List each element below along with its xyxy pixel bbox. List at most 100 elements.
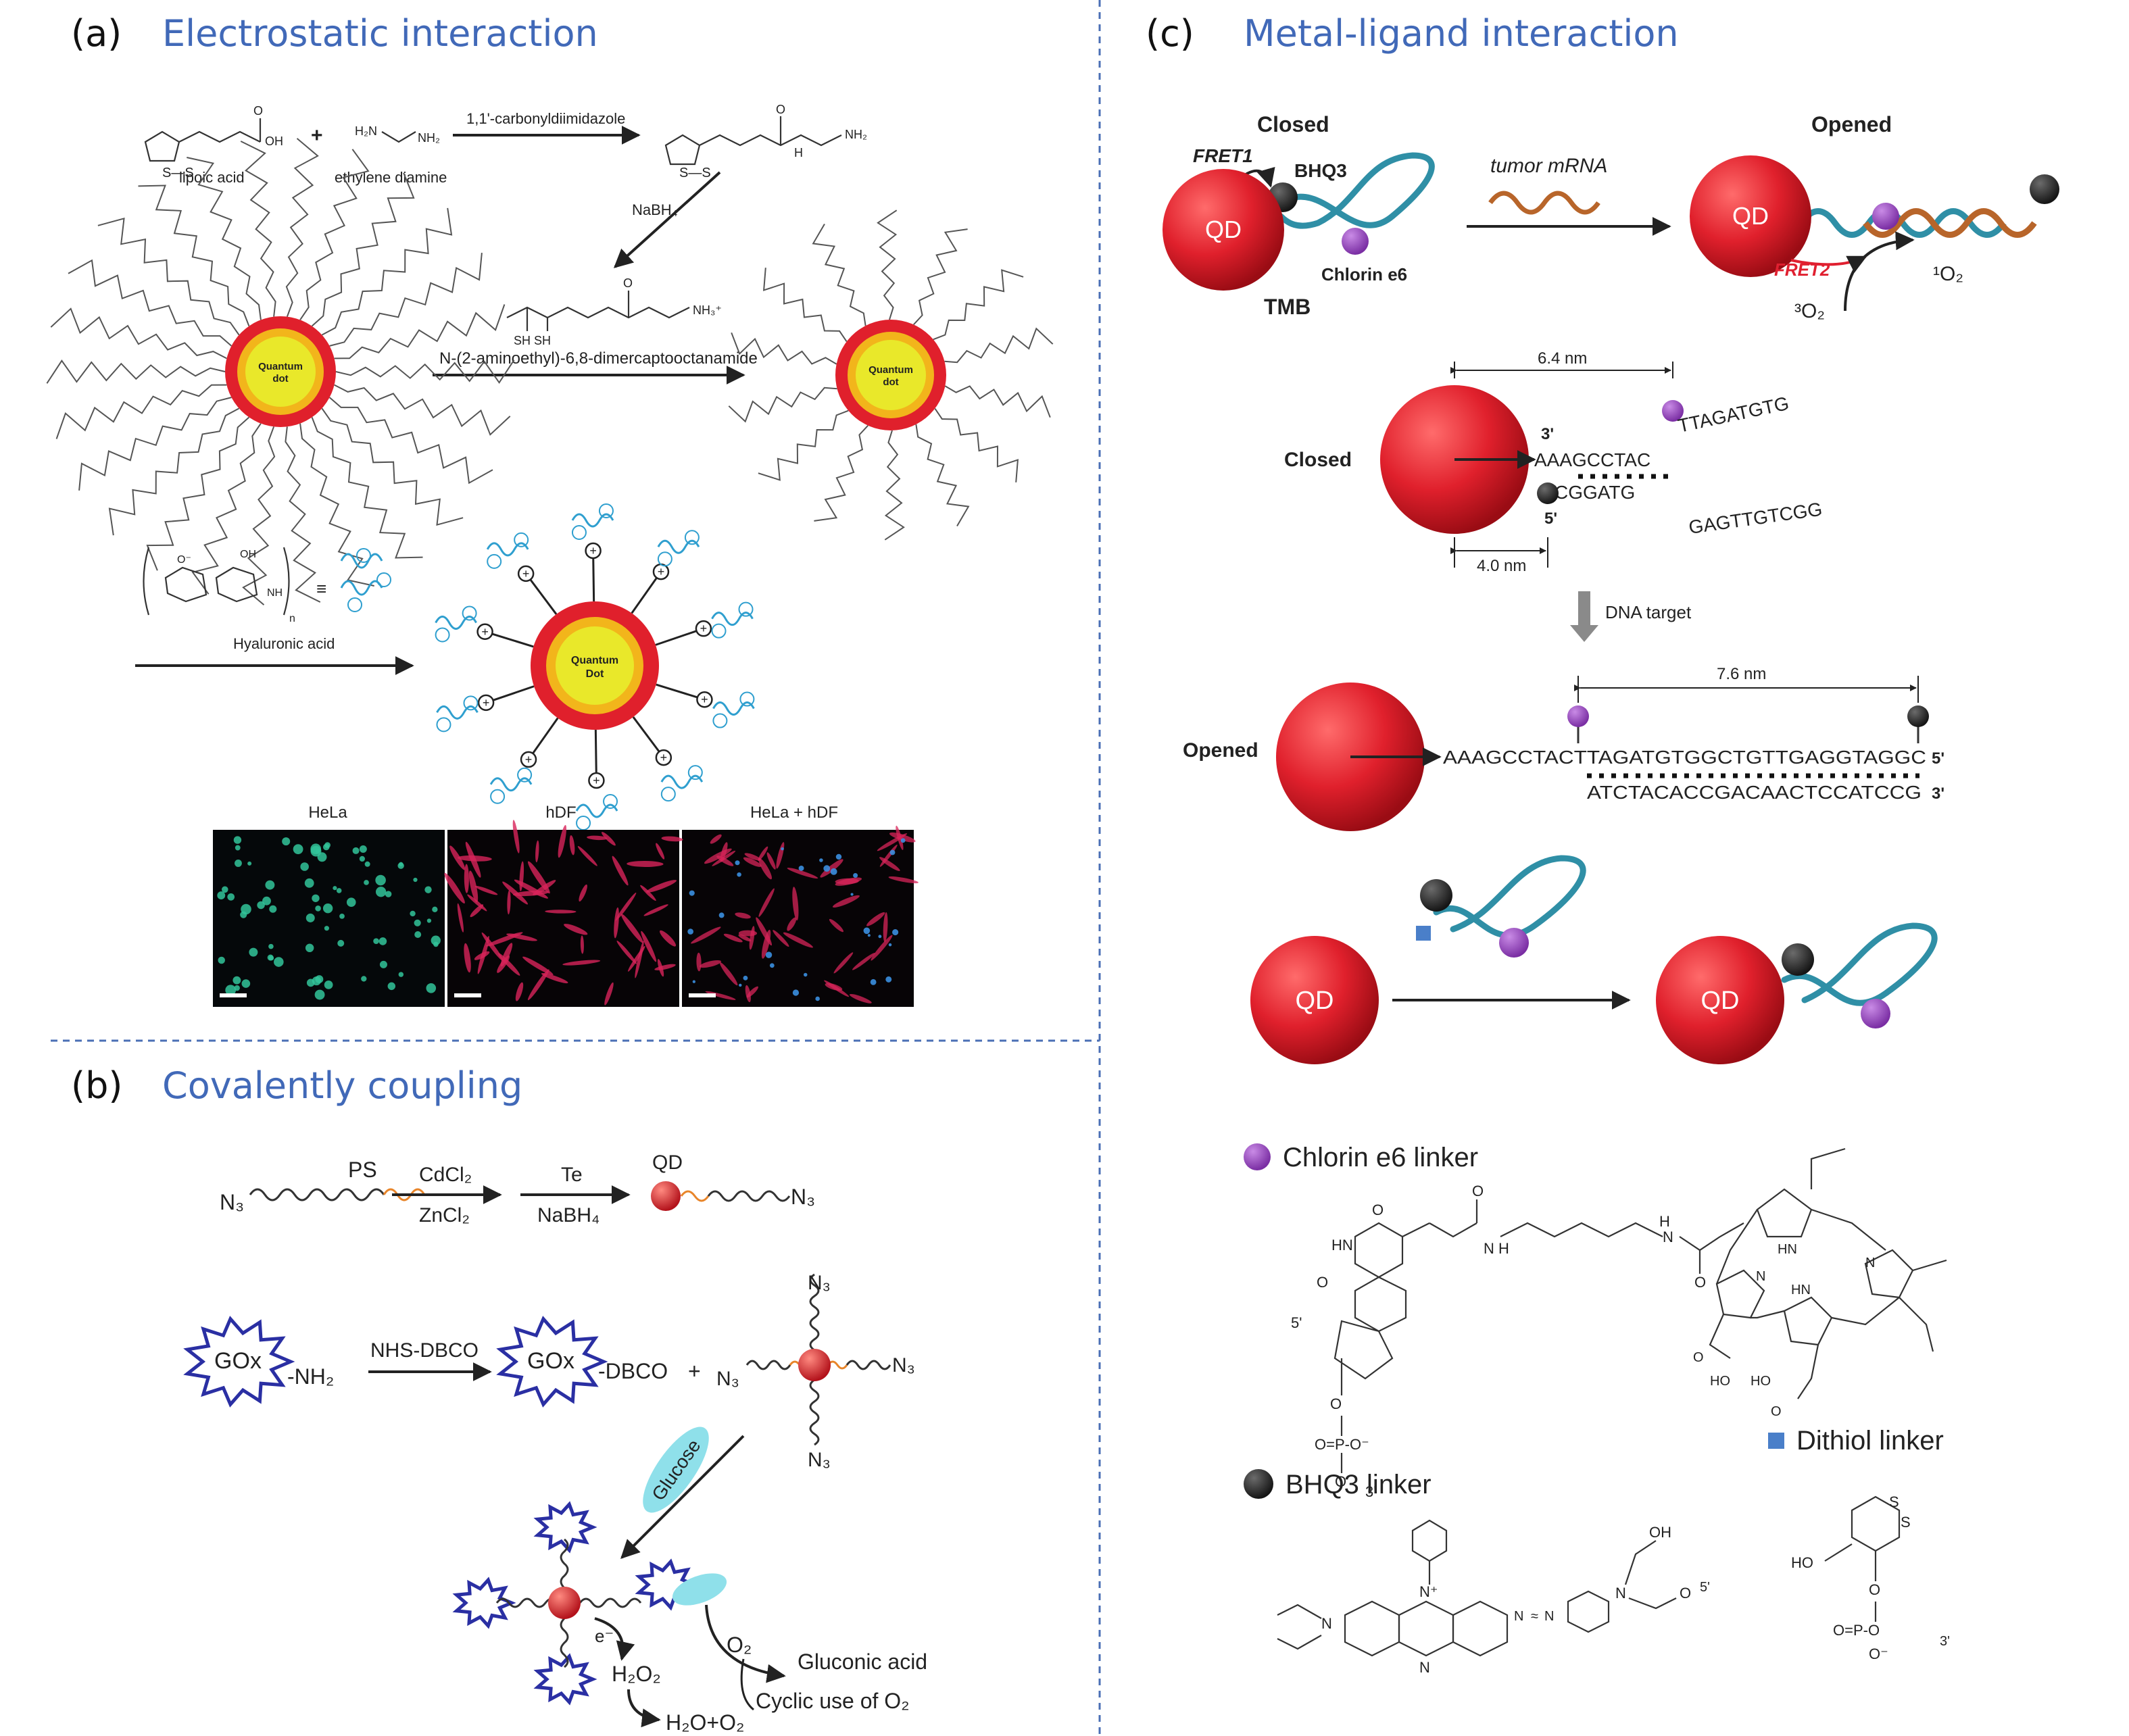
closed-bottom-sequence: CGGATG [1555, 482, 1635, 503]
svg-text:+: + [701, 693, 708, 706]
glucose-arrow [620, 1435, 745, 1559]
micrograph-label-hela: HeLa [308, 803, 347, 822]
svg-text:5': 5' [1700, 1580, 1710, 1595]
svg-text:≈: ≈ [1531, 1609, 1538, 1624]
svg-text:O: O [1869, 1581, 1880, 1598]
svg-text:HN: HN [1331, 1237, 1353, 1254]
three-prime-closed: 3' [1541, 425, 1554, 443]
azide-label-right: N₃ [791, 1185, 815, 1209]
distance-76-label: 7.6 nm [1717, 665, 1766, 683]
panel-b: (b) Covalently coupling N₃ PS CdCl₂ ZnCl… [71, 1064, 927, 1735]
tmb-label: TMB [1264, 295, 1311, 319]
svg-text:N: N [1615, 1585, 1626, 1602]
loop-bottom-sequence: GAGTTGTCGG [1688, 499, 1824, 538]
micrograph-label-hdf: hDF [545, 803, 576, 822]
dimercapto-label: N-(2-aminoethyl)-6,8-dimercaptooctanamid… [439, 349, 758, 368]
svg-text:+: + [483, 696, 490, 710]
ethylene-diamine-label: ethylene diamine [335, 169, 447, 186]
svg-text:O⁻: O⁻ [1869, 1645, 1888, 1662]
svg-text:HN: HN [1778, 1242, 1797, 1257]
qd-label-assembled: QD [1701, 987, 1740, 1015]
svg-text:N: N [1756, 1269, 1765, 1284]
hyaluronic-acid-label: Hyaluronic acid [233, 635, 335, 652]
opened-label-mid: Opened [1183, 739, 1258, 762]
svg-text:S: S [1889, 1493, 1899, 1510]
h2o2-label: H₂O₂ [612, 1662, 661, 1686]
svg-text:H: H [794, 146, 803, 159]
tumor-mrna-label: tumor mRNA [1490, 155, 1607, 177]
chlorin-linker-label: Chlorin e6 linker [1283, 1143, 1478, 1172]
distance-40-label: 4.0 nm [1477, 557, 1526, 575]
ha-coated-qd: ++++++++++ Quantum Dot [435, 503, 755, 830]
panel-b-letter: (b) [71, 1064, 122, 1107]
qd-label-b: QD [652, 1151, 683, 1174]
svg-text:+: + [593, 774, 600, 787]
cdi-reagent-label: 1,1'-carbonyldiimidazole [466, 110, 625, 127]
svg-text:O: O [623, 276, 633, 290]
chlorin-label-top: Chlorin e6 [1321, 264, 1407, 284]
svg-text:dot: dot [272, 373, 288, 385]
arm-n3-bottom: N₃ [808, 1449, 831, 1471]
svg-text:N: N [1514, 1609, 1523, 1624]
five-prime-opened: 5' [1932, 749, 1944, 768]
panel-a-title: Electrostatic interaction [162, 12, 598, 55]
svg-text:O: O [1372, 1201, 1384, 1218]
svg-text:+: + [481, 625, 489, 639]
svg-text:HO: HO [1751, 1374, 1771, 1389]
svg-text:+: + [589, 544, 597, 557]
chlorin-e6-structure: HN O O N H H N O O 5' O O=P-O⁻ O 3' [1291, 1147, 1947, 1500]
gox-star-2: GOx [496, 1316, 608, 1408]
svg-text:O⁻: O⁻ [177, 554, 191, 566]
panel-c-title: Metal-ligand interaction [1244, 12, 1679, 55]
panel-a: (a) Electrostatic interaction S—S O OH l… [46, 12, 1054, 1007]
svg-text:n: n [289, 613, 295, 624]
nh2-label: -NH₂ [287, 1364, 334, 1389]
gox-label-2: GOx [527, 1348, 574, 1374]
svg-text:OH: OH [265, 134, 283, 148]
svg-text:+: + [525, 753, 533, 766]
reduction-arrow [613, 171, 721, 268]
glucose-ellipse: Glucose [643, 1427, 709, 1513]
hyaluronic-acid-structure: O⁻ OH NH n [143, 547, 391, 624]
svg-text:O: O [1694, 1274, 1706, 1291]
svg-text:N: N [1419, 1659, 1430, 1676]
fret1-label: FRET1 [1193, 145, 1253, 166]
opened-top-sequence: AAAGCCTACTTAGATGTGGCTGTTGAGGTAGGC [1443, 747, 1926, 768]
te-label: Te [561, 1164, 583, 1186]
svg-text:O: O [1317, 1274, 1328, 1291]
qd-assembled [1656, 936, 1784, 1064]
qd-label-top-left: QD [1205, 216, 1242, 243]
panel-c: (c) Metal-ligand interaction Closed FRET… [1146, 12, 2059, 1676]
bhq3-linker-label: BHQ3 linker [1286, 1470, 1431, 1499]
gluconic-acid-label: Gluconic acid [798, 1650, 927, 1674]
svg-text:OH: OH [1649, 1524, 1671, 1541]
svg-text:O: O [1680, 1585, 1691, 1602]
svg-text:3': 3' [1940, 1634, 1950, 1649]
qd-label-bare: QD [1296, 987, 1334, 1015]
closed-top-sequence: AAAGCCTAC [1534, 449, 1650, 470]
svg-text:HO: HO [1791, 1554, 1813, 1571]
svg-text:O: O [1335, 1473, 1346, 1490]
svg-text:N⁺: N⁺ [1419, 1583, 1438, 1600]
plus-b: + [688, 1359, 701, 1383]
svg-text:dot: dot [883, 376, 898, 388]
nabh4-b-label: NaBH₄ [537, 1204, 599, 1226]
panel-c-letter: (c) [1146, 12, 1194, 55]
ethylene-diamine-structure: H₂N NH₂ [355, 124, 440, 145]
gox-label-1: GOx [214, 1348, 262, 1374]
arm-n3-right: N₃ [892, 1354, 915, 1377]
qd-closed-top [1163, 169, 1284, 291]
dithiol-legend-square [1768, 1433, 1784, 1449]
five-prime-closed: 5' [1544, 510, 1557, 528]
svg-text:NH₂: NH₂ [418, 131, 440, 145]
o2-label: O₂ [727, 1633, 752, 1657]
distance-64-label: 6.4 nm [1538, 349, 1587, 368]
amide-product-structure: O H NH₂ S—S [664, 103, 867, 180]
svg-text:SH SH: SH SH [514, 334, 551, 347]
singlet-o2-label: ¹O₂ [1933, 263, 1963, 285]
svg-text:HN: HN [1791, 1283, 1811, 1297]
equivalent-sign: ≡ [316, 578, 326, 599]
arm-n3-top: N₃ [808, 1272, 831, 1294]
svg-text:+: + [658, 565, 665, 578]
